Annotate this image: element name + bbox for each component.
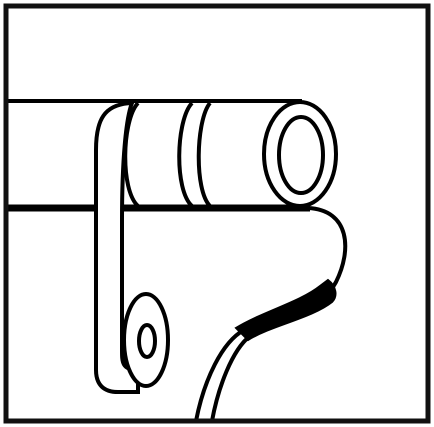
pipe-end-inner [277, 115, 325, 195]
frame-border [3, 3, 431, 424]
cable-sleeve [234, 278, 337, 342]
clamp-eye-inner [137, 323, 157, 359]
tape-band-middle [177, 101, 194, 208]
tape-band-right-a [196, 101, 212, 208]
pipe-body [8, 101, 338, 206]
frame-border-top [3, 3, 431, 424]
cable-second-line [210, 334, 252, 422]
